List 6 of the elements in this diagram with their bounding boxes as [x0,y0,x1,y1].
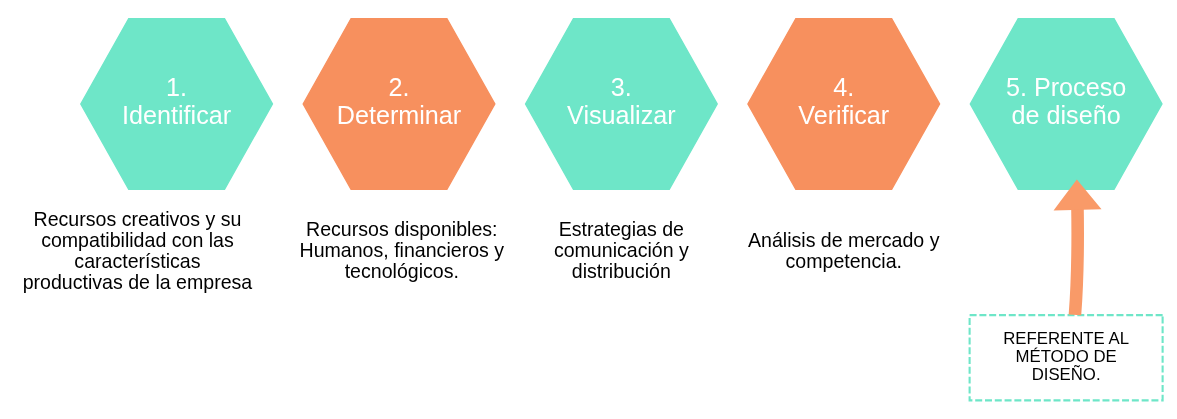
node-label: Estrategias de comunicación y distribución [553,218,689,283]
node-label: Análisis de mercado y competencia. [747,228,940,272]
node-label: Recursos creativos y su compatibilidad con las características productivas de la empresa [22,207,253,293]
node-label: Recursos disponibles: Humanos, financieros y tecnológicos. [299,218,505,283]
arrow [1053,179,1102,316]
node-box: REFERENTE AL MÉTODO DE DISEÑO. [968,314,1164,402]
